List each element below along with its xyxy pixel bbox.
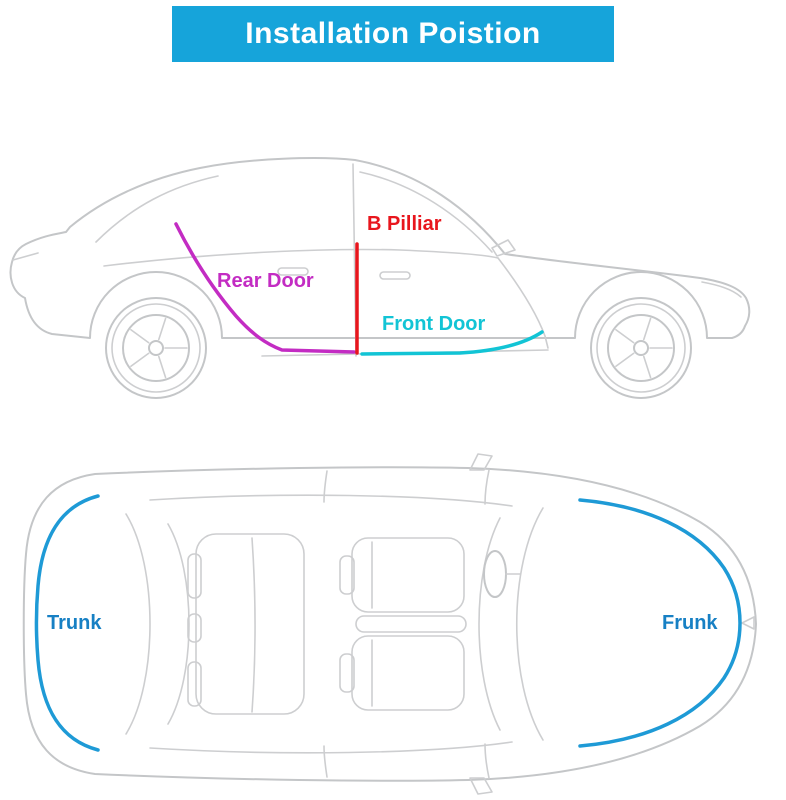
- front-door-seal-line: [360, 330, 544, 356]
- driver-seat: [351, 537, 465, 613]
- center-console: [355, 615, 467, 633]
- front-door-label: Front Door: [382, 313, 486, 335]
- windshield-outer-arc: [515, 507, 544, 741]
- b-pillar-label: B Pilliar: [367, 213, 442, 235]
- windshield-inner-arc: [478, 517, 501, 731]
- left-mirror: [469, 453, 493, 471]
- front-emblem: [741, 616, 755, 630]
- rear-door-seal-line: [174, 222, 356, 354]
- roof-edge-top: [149, 494, 513, 507]
- car-side-view-drawing: [9, 157, 751, 399]
- rear-bench-split-line: [251, 537, 256, 713]
- rear-headrest-right: [187, 661, 202, 707]
- trunk-label: Trunk: [47, 612, 102, 634]
- steering-wheel: [483, 550, 507, 598]
- frunk-seal-line: [578, 498, 742, 748]
- rear-headrest-left: [187, 553, 202, 599]
- rear-window-line: [95, 175, 219, 243]
- front-wheel: [590, 297, 692, 399]
- rear-door-label: Rear Door: [217, 270, 314, 292]
- header-banner: Installation Poistion: [172, 6, 614, 62]
- rear-wheel: [105, 297, 207, 399]
- door-seam-rear-bottom: [323, 745, 328, 778]
- car-top-outline: [22, 466, 757, 782]
- frunk-label: Frunk: [662, 612, 718, 634]
- rear-window-inner-arc: [167, 523, 190, 725]
- driver-headrest: [339, 555, 355, 595]
- passenger-seat: [351, 635, 465, 711]
- front-door-handle: [379, 271, 411, 280]
- tail-light-line: [12, 252, 39, 261]
- door-seam-rear-top: [323, 470, 328, 503]
- beltline: [103, 248, 499, 267]
- rear-headrest-middle: [187, 613, 202, 643]
- passenger-headrest: [339, 653, 355, 693]
- windshield-line: [359, 171, 493, 253]
- trunk-seal-line: [34, 494, 100, 752]
- roof-edge-bottom: [149, 741, 513, 754]
- head-light-line: [701, 281, 742, 298]
- door-seam-front-bottom: [484, 743, 490, 779]
- rear-window-outer-arc: [125, 513, 151, 735]
- side-view-diagram: [0, 86, 786, 438]
- door-seam-front-top: [484, 469, 490, 505]
- top-view-diagram: [0, 446, 786, 798]
- car-top-view-drawing: [22, 453, 757, 795]
- side-mirror: [491, 239, 516, 257]
- page-title: Installation Poistion: [245, 17, 541, 50]
- rear-door-handle: [277, 267, 309, 276]
- front-door-edge-line: [497, 257, 549, 349]
- right-mirror: [469, 777, 493, 795]
- car-body-outline: [9, 157, 751, 339]
- rear-bench-seat: [195, 533, 305, 715]
